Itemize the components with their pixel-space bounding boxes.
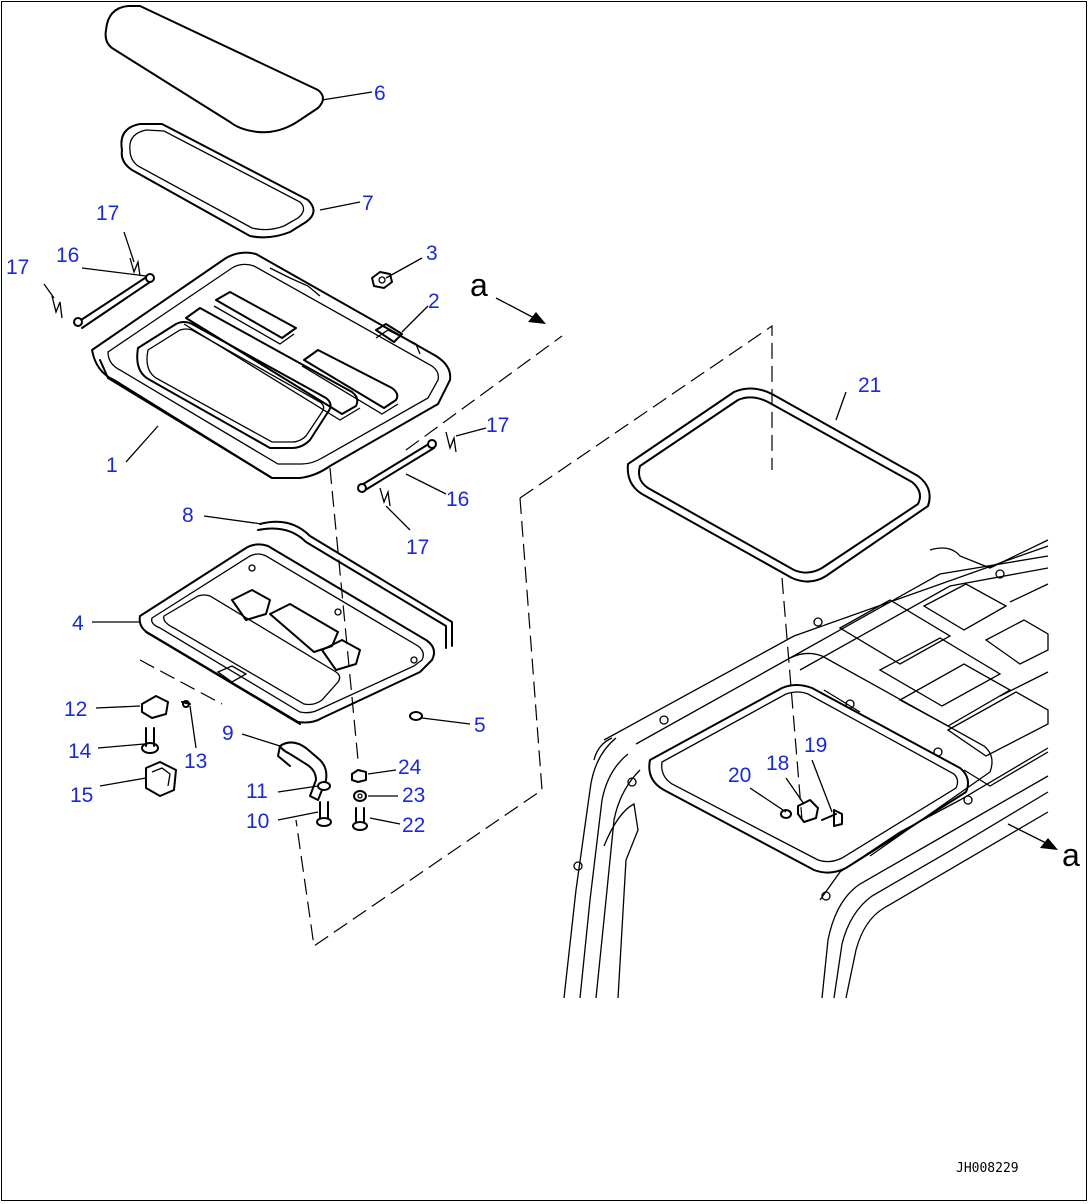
callout-1: 1	[106, 454, 118, 477]
part-9-handle	[277, 741, 328, 801]
part-16-strut-lower	[357, 439, 437, 493]
callout-14: 14	[68, 740, 92, 763]
callout-17-a: 17	[96, 202, 119, 225]
callout-18: 18	[766, 752, 789, 775]
callout-20: 20	[728, 764, 751, 787]
part-3-nut	[371, 271, 393, 289]
part-1-hatch-frame	[91, 251, 452, 479]
part-5-cap	[409, 711, 423, 721]
callout-17-c: 17	[486, 414, 509, 437]
part-12-latch	[141, 695, 169, 719]
drawing-id: JH008229	[956, 1161, 1019, 1176]
view-arrow-a-top	[495, 297, 546, 324]
callout-12: 12	[64, 698, 87, 721]
part-13-pin	[181, 700, 191, 708]
callout-17-d: 17	[406, 536, 429, 559]
part-20-washer	[780, 809, 792, 819]
part-19-bolt	[821, 809, 843, 827]
callout-21: 21	[858, 374, 881, 397]
part-22-bolt	[352, 807, 368, 831]
callout-7: 7	[362, 192, 374, 215]
callout-24: 24	[398, 756, 422, 779]
callout-3: 3	[426, 242, 438, 265]
callout-23: 23	[402, 784, 425, 807]
callout-6: 6	[374, 82, 386, 105]
part-11-washer	[317, 781, 331, 791]
callout-11: 11	[246, 780, 268, 803]
part-21-roof-seal	[626, 387, 931, 583]
callout-10: 10	[246, 810, 269, 833]
leader-lines	[43, 91, 847, 825]
part-7-seal	[120, 123, 315, 239]
part-10-bolt	[316, 801, 332, 827]
alignment-lines	[139, 324, 803, 948]
part-17-clips	[51, 257, 457, 507]
part-6-sunshade	[104, 5, 324, 134]
callout-17-b: 17	[6, 256, 29, 279]
callout-4: 4	[72, 612, 84, 635]
callout-16-b: 16	[446, 488, 469, 511]
part-23-washer	[353, 790, 367, 802]
callout-2: 2	[428, 290, 440, 313]
callout-15: 15	[70, 784, 93, 807]
callout-16-a: 16	[56, 244, 79, 267]
view-label-a-right: a	[1062, 837, 1080, 873]
callout-9: 9	[222, 722, 234, 745]
callout-19: 19	[804, 734, 827, 757]
part-14-bolt	[141, 727, 159, 754]
part-2-bracket	[375, 323, 403, 343]
callout-13: 13	[184, 750, 207, 773]
part-24-nut	[351, 769, 367, 783]
cab-roof-structure	[563, 539, 1049, 999]
part-16-strut-upper	[73, 273, 155, 329]
part-18-plate	[797, 799, 819, 823]
part-15-catch	[145, 761, 177, 797]
view-arrow-a-right	[1007, 823, 1058, 850]
view-label-a-top: a	[470, 267, 488, 303]
callout-labels: 6 7 3 2 17 16 17 1 17 16 17 8 4 5 12 13 …	[6, 82, 881, 837]
callout-22: 22	[402, 814, 425, 837]
part-8-rod	[257, 520, 453, 649]
callout-8: 8	[182, 504, 194, 527]
part-4-lower-frame	[138, 543, 435, 725]
callout-5: 5	[474, 714, 486, 737]
